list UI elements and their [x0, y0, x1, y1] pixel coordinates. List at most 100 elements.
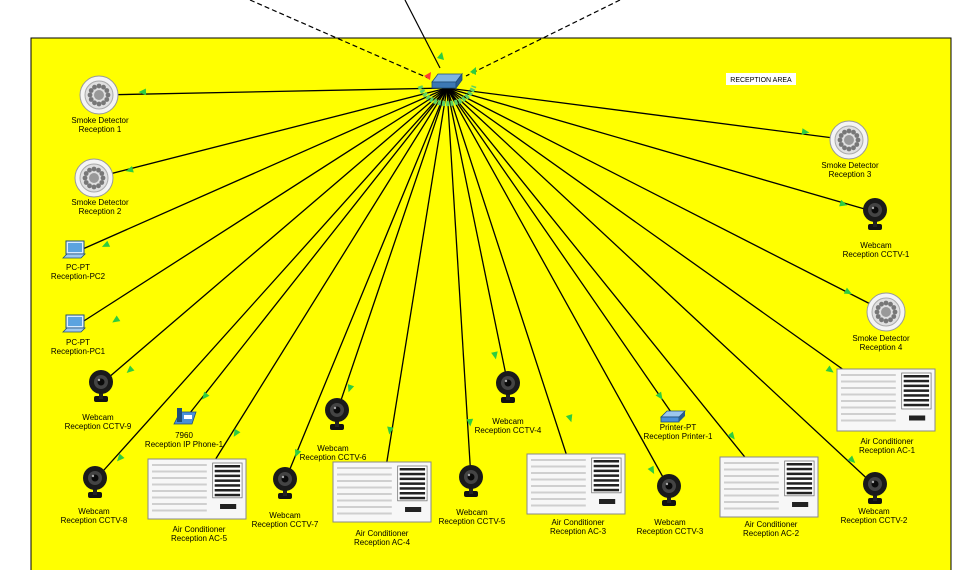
device-type-label: Webcam	[860, 241, 892, 250]
uplink-center-arrow	[437, 52, 444, 60]
webcam-icon	[863, 198, 887, 230]
device-name-label: Reception 1	[79, 125, 122, 134]
webcam-icon	[273, 467, 297, 499]
device-name-label: Reception Printer-1	[644, 432, 713, 441]
device-name-label: Reception-PC1	[51, 347, 106, 356]
device-type-label: Air Conditioner	[861, 437, 914, 446]
link-status-sd1	[138, 88, 147, 96]
link-ac1	[446, 87, 887, 401]
ac-icon	[147, 458, 247, 520]
device-type-label: Webcam	[269, 511, 301, 520]
uplink-right-arrow	[470, 67, 476, 75]
link-status-pc1	[112, 315, 121, 323]
link-status-cam4	[491, 351, 498, 360]
device-type-label: Air Conditioner	[745, 520, 798, 529]
link-pc2	[75, 87, 448, 253]
link-cam9	[100, 87, 448, 385]
connection-lines	[75, 87, 887, 493]
link-ph1	[185, 87, 448, 419]
device-name-label: Reception AC-5	[171, 534, 228, 543]
device-type-label: Smoke Detector	[71, 116, 129, 125]
device-name-label: Reception IP Phone-1	[145, 440, 224, 449]
link-ac4	[381, 87, 448, 493]
device-type-label: Webcam	[858, 507, 890, 516]
device-name-label: Reception CCTV-3	[637, 527, 704, 536]
link-prn1	[446, 87, 674, 416]
link-cam6	[336, 87, 448, 413]
device-name-label: Reception 2	[79, 207, 122, 216]
device-name-label: Reception CCTV-4	[475, 426, 542, 435]
uplink-left-arrow	[424, 72, 431, 80]
link-status-prn1	[655, 391, 663, 400]
link-sd2	[93, 87, 448, 179]
link-status-cam7	[295, 448, 302, 458]
device-name-label: Reception CCTV-9	[65, 422, 132, 431]
smoke-icon	[74, 158, 114, 198]
device-type-label: Webcam	[654, 518, 686, 527]
device-type-label: PC-PT	[66, 263, 90, 272]
link-cam1	[446, 87, 876, 213]
device-type-label: Smoke Detector	[71, 198, 129, 207]
device-name-label: Reception CCTV-1	[843, 250, 910, 259]
link-status-ac1	[825, 365, 834, 373]
area-label: RECEPTION AREA	[726, 73, 796, 85]
device-type-label: Webcam	[78, 507, 110, 516]
link-status-cam2	[847, 455, 856, 464]
ac-icon	[719, 456, 819, 518]
switch-icon[interactable]	[417, 72, 477, 107]
device-type-label: Air Conditioner	[356, 529, 409, 538]
uplink-center	[404, 0, 441, 69]
uplink-lines	[249, 0, 621, 80]
device-name-label: Reception CCTV-8	[61, 516, 128, 525]
link-status-cam1	[839, 199, 848, 207]
device-name-label: Reception 4	[860, 343, 903, 352]
webcam-icon	[863, 472, 887, 504]
link-status-sd2	[125, 165, 134, 173]
pc-icon	[62, 314, 86, 333]
link-cam4	[446, 87, 509, 386]
device-type-label: Webcam	[82, 413, 114, 422]
device-type-label: Air Conditioner	[173, 525, 226, 534]
switch-ports-ring	[417, 85, 477, 107]
smoke-icon	[829, 120, 869, 160]
link-sd4	[446, 87, 887, 313]
area-title: RECEPTION AREA	[730, 77, 792, 84]
link-ac5	[196, 87, 448, 490]
device-name-label: Reception AC-2	[743, 529, 800, 538]
device-type-label: Air Conditioner	[552, 518, 605, 527]
link-ac3	[446, 87, 577, 485]
device-name-label: Reception 3	[829, 170, 872, 179]
link-sd1	[98, 87, 448, 96]
device-name-label: Reception-PC2	[51, 272, 106, 281]
link-status-ac4	[387, 426, 394, 435]
device-name-label: Reception CCTV-5	[439, 517, 506, 526]
link-status-cam6	[347, 384, 355, 393]
link-cam5	[446, 87, 472, 480]
device-type-label: Webcam	[317, 444, 349, 453]
device-type-label: Smoke Detector	[821, 161, 879, 170]
webcam-icon	[325, 398, 349, 430]
